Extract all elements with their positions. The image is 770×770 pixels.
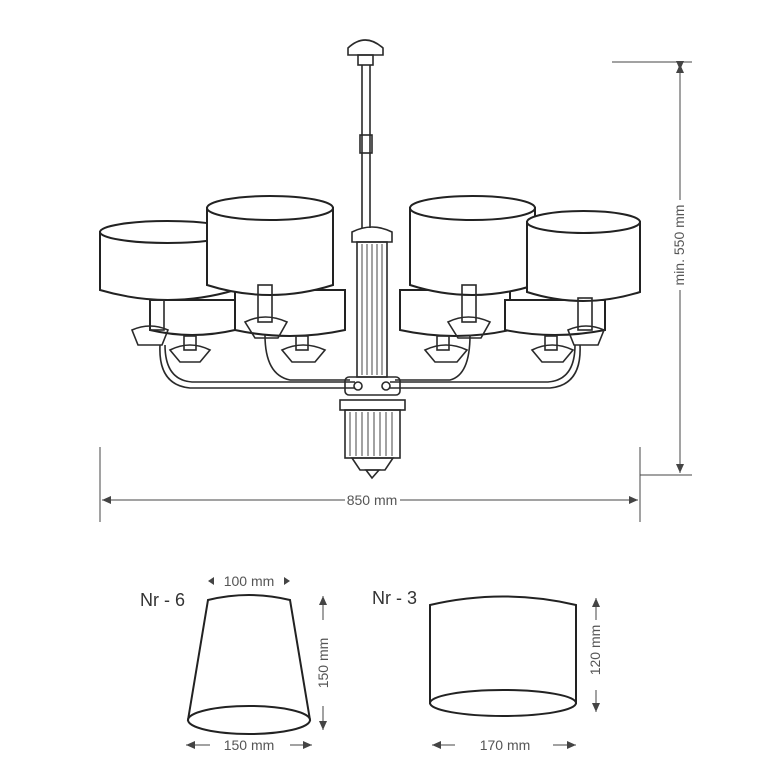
shade-nr6-bottom-diameter: 150 mm xyxy=(224,737,275,753)
shade-nr6-top-diameter: 100 mm xyxy=(224,573,275,589)
chandelier-drawing xyxy=(99,39,641,480)
shade-nr6-height: 150 mm xyxy=(315,638,331,689)
shade-nr3-diameter: 170 mm xyxy=(480,737,531,753)
height-label: min. 550 mm xyxy=(671,205,687,286)
width-dimension: 850 mm xyxy=(99,447,641,522)
width-label: 850 mm xyxy=(347,492,398,508)
height-dimension: min. 550 mm xyxy=(612,61,692,476)
shade-nr3-diagram: Nr - 3 120 mm 170 mm xyxy=(372,588,603,753)
shade-nr6-diagram: Nr - 6 100 mm 150 mm 150 mm xyxy=(140,573,331,753)
shade-nr6-title: Nr - 6 xyxy=(140,590,185,610)
shade-nr3-title: Nr - 3 xyxy=(372,588,417,608)
shade-nr3-height: 120 mm xyxy=(587,625,603,676)
